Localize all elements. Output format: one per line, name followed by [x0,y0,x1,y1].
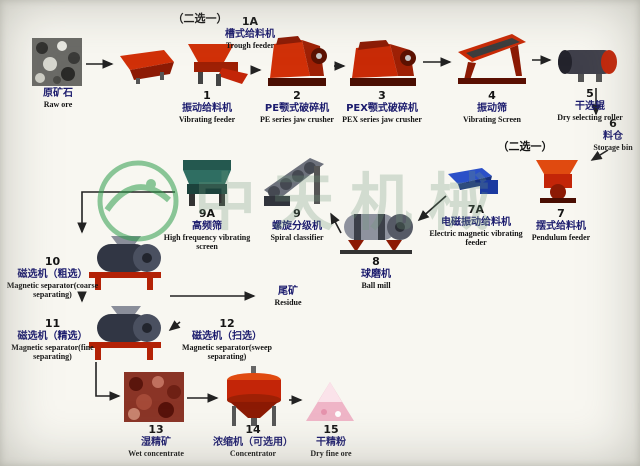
node-zh: 摆式给料机 [536,220,586,232]
pex-jaw-crusher-label: 3 PEX颚式破碎机 PEX series jaw crusher [327,89,437,124]
node-en: High frequency vibrating screen [163,232,251,251]
node-num: 12 [219,317,235,330]
pe-jaw-crusher-image [262,36,332,88]
node-zh: 原矿石 [43,88,73,99]
node-en: Vibrating feeder [178,114,236,124]
node-en: Magnetic separator(sweep separating) [182,342,272,361]
vibrating-feeder-image [182,42,250,88]
node-num: 8 [372,255,380,268]
node-zh: 干精粉 [316,436,346,448]
node-en: Wet concentrate [128,448,184,458]
choose-one-top-label: （二选一） [172,12,228,25]
node-zh: 料仓 [603,130,623,142]
node-en: Spiral classifier [270,232,324,242]
dry-fine-ore-image [304,378,356,424]
node-zh: 浓缩机（可选用） [213,436,293,448]
node-num: 3 [378,89,386,102]
node-en: Dry fine ore [310,448,352,458]
magnetic-separator-coarse-label: 10 磁选机（粗选） Magnetic separator(coarse sep… [0,255,105,299]
node-zh: 磁选机（扫选） [192,330,262,342]
node-en: Storage bin [593,142,633,152]
dry-selecting-roller-image [552,44,622,84]
node-zh: 干选辊 [575,100,605,112]
node-zh: 振动筛 [477,102,507,114]
node-zh: 磁选机（精选） [17,330,88,342]
node-num: 10 [44,255,61,268]
node-num: 1A [241,15,259,28]
pe-jaw-crusher-label: 2 PE颚式破碎机 PE series jaw crusher [249,89,345,124]
node-num: 7A [467,203,485,216]
node-num: 2 [293,89,301,102]
node-en: Vibrating Screen [463,114,521,124]
electromagnetic-vibrating-feeder-image [446,166,502,200]
magnetic-separator-fine-label: 11 磁选机（精选） Magnetic separator(fine separ… [0,317,105,361]
node-num: 4 [488,89,496,102]
wet-concentrate-label: 13 湿精矿 Wet concentrate [120,423,192,458]
vibrating-screen-image [454,32,530,86]
node-num: 11 [44,317,61,330]
node-en: Electric magnetic vibrating feeder [429,228,523,247]
node-en: Residue [274,298,302,307]
node-en: Magnetic separator(coarse separating) [6,280,99,299]
ball-mill-label: 8 球磨机 Ball mill [341,255,411,290]
node-num: 13 [148,423,164,436]
magnetic-separator-coarse-image [85,236,167,290]
magnetic-separator-fine-image [85,304,167,360]
node-zh: PE颚式破碎机 [264,102,330,114]
pendulum-feeder-image [528,158,588,204]
node-en: Trough feeder [225,40,275,50]
node-zh: 电磁振动给料机 [441,216,511,228]
node-num: 7 [557,207,565,220]
node-en: PEX series jaw crusher [342,114,422,124]
node-num: 14 [245,423,261,436]
high-frequency-screen-label: 9A 高频筛 High frequency vibrating screen [159,207,255,251]
node-zh: 尾矿 [278,286,298,297]
node-zh: 湿精矿 [141,436,171,448]
node-zh: 槽式给料机 [225,28,275,40]
node-num: 9A [198,207,216,220]
node-zh: 高频筛 [192,220,222,232]
node-num: 6 [609,117,617,130]
spiral-classifier-image [262,154,332,208]
raw-ore-label: 原矿石 Raw ore [30,88,86,109]
raw-ore-image [32,38,82,86]
electromagnetic-feeder-label: 7A 电磁振动给料机 Electric magnetic vibrating f… [420,203,532,247]
wet-concentrate-image [124,372,184,422]
node-num: 9 [293,207,301,220]
magnetic-separator-sweep-label: 12 磁选机（扫选） Magnetic separator(sweep sepa… [168,317,286,361]
node-zh: PEX颚式破碎机 [346,102,418,114]
node-zh: 振动给料机 [182,102,232,114]
node-zh: 螺旋分级机 [272,220,322,232]
node-en: Dry selecting roller [557,112,623,122]
node-en: Magnetic separator(fine separating) [11,342,94,361]
high-frequency-screen-image [175,154,239,208]
dry-fine-ore-label: 15 干精粉 Dry fine ore [300,423,362,458]
storage-bin-label: 6 料仓 Storage bin [588,117,638,152]
spiral-classifier-label: 9 螺旋分级机 Spiral classifier [254,207,340,242]
concentrator-image [222,366,286,428]
node-num: 1 [203,89,211,102]
node-num: 15 [323,423,339,436]
flow-arrow-group [77,55,609,405]
vibrating-feeder-label: 1 振动给料机 Vibrating feeder [167,89,247,124]
residue-label: 尾矿 Residue [258,286,318,307]
node-en: Raw ore [43,100,73,109]
node-zh: 球磨机 [361,268,391,280]
dry-roller-label: 5 干选辊 Dry selecting roller [548,87,632,122]
concentrator-label: 14 浓缩机（可选用） Concentrator [210,423,296,458]
node-en: Concentrator [229,448,277,458]
node-en: PE series jaw crusher [260,114,334,124]
trough-feeder-label: 1A 槽式给料机 Trough feeder [214,15,286,50]
ball-mill-image [338,204,414,254]
node-zh: 磁选机（粗选） [17,268,88,280]
pex-jaw-crusher-image [346,38,420,88]
node-num: 5 [586,87,594,100]
pendulum-feeder-label: 7 摆式给料机 Pendulum feeder [515,207,607,242]
choose-one-mid-label: （二选一） [497,140,553,153]
node-en: Pendulum feeder [531,232,591,242]
node-en: Ball mill [361,280,391,290]
trough-feeder-image [118,48,176,84]
vibrating-screen-label: 4 振动筛 Vibrating Screen [452,89,532,124]
